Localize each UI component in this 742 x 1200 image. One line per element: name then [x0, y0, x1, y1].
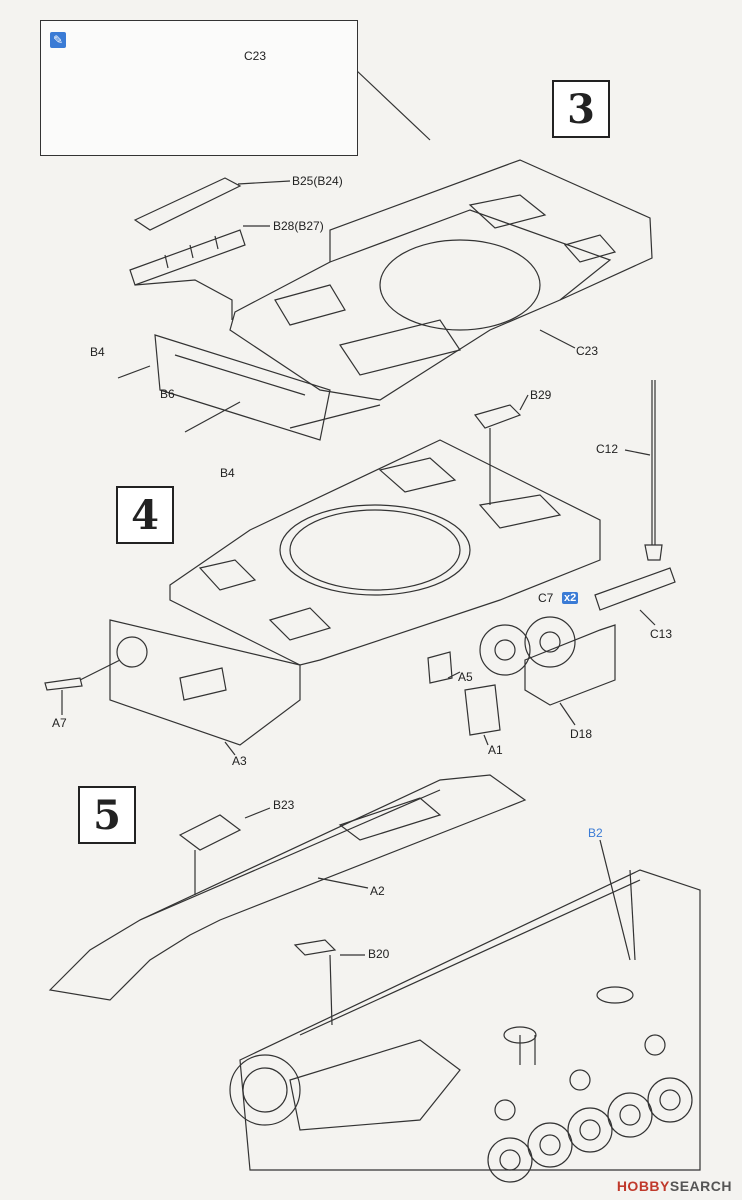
- part-label-a7: A7: [52, 716, 67, 730]
- part-label-c23: C23: [576, 344, 599, 358]
- part-label-b25: B25(B24): [292, 174, 343, 188]
- part-label-b29: B29: [530, 388, 552, 402]
- part-label-c12: C12: [596, 442, 619, 456]
- part-label-b23: B23: [273, 798, 295, 812]
- watermark-brand: HOBBY: [616, 1178, 670, 1194]
- part-label-a2: A2: [370, 884, 385, 898]
- part-label-b4-top: B4: [90, 345, 105, 359]
- step-number-4: 4: [116, 486, 174, 544]
- part-label-b2: B2: [588, 826, 603, 840]
- inset-part-c23: C23: [244, 49, 267, 63]
- detail-inset: [40, 20, 358, 156]
- step-number-3: 3: [552, 80, 610, 138]
- part-label-b28: B28(B27): [273, 219, 324, 233]
- part-label-a5: A5: [458, 670, 473, 684]
- part-label-a1: A1: [488, 743, 503, 757]
- part-label-d18: D18: [570, 727, 593, 741]
- part-label-c7: C7: [538, 591, 554, 605]
- part-label-b4-bottom: B4: [220, 466, 235, 480]
- watermark: HOBBYSEARCH: [617, 1178, 732, 1194]
- watermark-suffix: SEARCH: [669, 1178, 732, 1194]
- part-label-b20: B20: [368, 947, 390, 961]
- quantity-badge: x2: [562, 592, 579, 604]
- part-label-b6: B6: [160, 387, 175, 401]
- part-label-c13: C13: [650, 627, 673, 641]
- glue-icon: ✎: [50, 32, 66, 48]
- step-number-5: 5: [78, 786, 136, 844]
- part-label-a3: A3: [232, 754, 247, 768]
